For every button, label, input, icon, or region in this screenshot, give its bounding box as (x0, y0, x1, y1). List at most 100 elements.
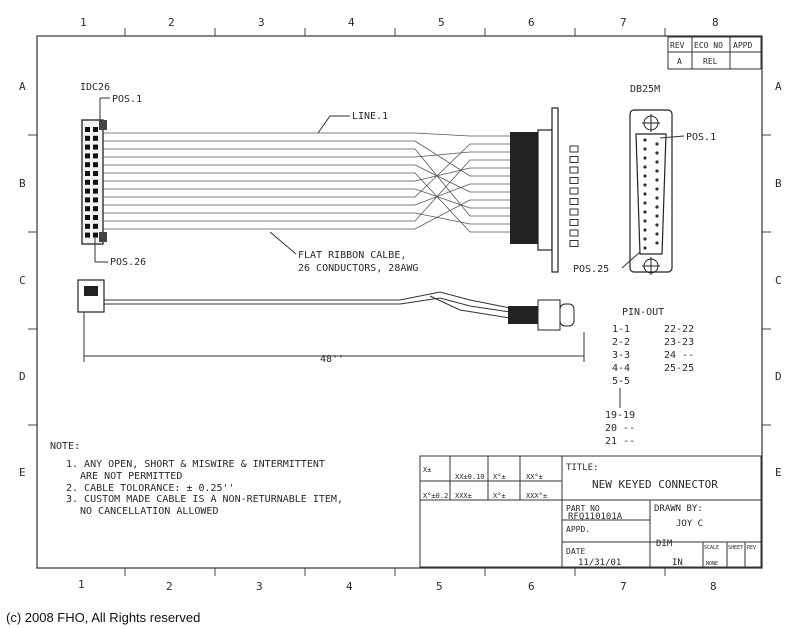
drawing-frame (36, 35, 763, 569)
note-line-1: 1. ANY OPEN, SHORT & MISWIRE & INTERMITT… (66, 459, 325, 470)
dim-value: IN (672, 558, 683, 568)
zone-top-1: 1 (80, 16, 87, 29)
db25-pin (643, 138, 647, 142)
idc-pin (93, 162, 98, 168)
zone-bottom-7: 7 (620, 580, 627, 593)
drawn-by-label: DRAWN BY: (654, 504, 703, 514)
zone-bottom-4: 4 (346, 580, 353, 593)
zone-bottom-1: 1 (78, 578, 85, 591)
pinout-24: 24 -- (664, 350, 694, 361)
zone-left-D: D (19, 370, 26, 383)
sheet-label: SHEET (728, 545, 743, 551)
idc-pin (93, 232, 98, 238)
ribbon-wire (103, 183, 510, 206)
scale-label: SCALE (704, 545, 719, 551)
title-block (419, 455, 762, 568)
tol-6: XXX± (455, 492, 472, 500)
db25-pin (655, 196, 659, 200)
tol-8: XXX°± (526, 492, 547, 500)
pinout-title: PIN-OUT (622, 307, 664, 318)
db-side-slot (569, 156, 579, 163)
db25-pin (643, 246, 647, 250)
zone-left-A: A (19, 80, 26, 93)
db25-pin (655, 223, 659, 227)
pinout-2: 2-2 (612, 337, 630, 348)
part-no-value: RFQ110101A (568, 512, 623, 522)
db-side-slot (569, 229, 579, 237)
appd-header: APPD (733, 41, 752, 50)
db25-pin (643, 183, 647, 187)
db25-pin (643, 228, 647, 232)
ribbon-wire (103, 188, 510, 209)
idc-pos26-label: POS.26 (110, 257, 146, 268)
ribbon-wire (103, 151, 510, 158)
dim-label: DIM (656, 539, 673, 549)
tol-1: X± (423, 466, 431, 474)
zone-top-2: 2 (168, 16, 175, 29)
db25-pin (643, 165, 647, 169)
db-side-slot (569, 198, 579, 205)
part-no-label: PART NO (566, 504, 600, 513)
db25-pin (655, 151, 659, 155)
db25-pin (655, 232, 659, 236)
idc-pin (93, 135, 98, 141)
ribbon-wire (103, 148, 510, 217)
drawing-title: NEW KEYED CONNECTOR (592, 478, 718, 491)
zone-top-8: 8 (712, 16, 719, 29)
zone-right-C: C (775, 274, 782, 287)
revision-block: REV ECO NO APPD A REL (667, 36, 762, 70)
length-dimension (83, 312, 585, 362)
zone-right-B: B (775, 177, 782, 190)
zone-left-C: C (19, 274, 26, 287)
idc-pin (85, 162, 90, 168)
notes-title: NOTE: (50, 441, 80, 452)
db-side-slot (569, 240, 579, 247)
tol-3: X°± (493, 473, 506, 481)
idc26-connector (81, 119, 107, 245)
db-side-slot (569, 145, 579, 153)
ribbon-wire (103, 212, 510, 225)
rev-label: REV (747, 545, 756, 551)
note-line-3: 2. CABLE TOLORANCE: ± 0.25'' (66, 483, 235, 494)
zone-top-4: 4 (348, 16, 355, 29)
ribbon-wire (103, 140, 510, 177)
pinout-20: 20 -- (605, 423, 635, 434)
zone-right-D: D (775, 370, 782, 383)
zone-right-E: E (775, 466, 782, 479)
db25-pin (643, 210, 647, 214)
idc-pin (93, 197, 98, 203)
appd-label: APPD. (566, 525, 590, 534)
rev-header: REV (670, 41, 685, 50)
zone-top-6: 6 (528, 16, 535, 29)
idc-pin (85, 223, 90, 229)
idc-pin (93, 127, 98, 132)
idc-pin (85, 144, 90, 150)
db25-pin (655, 142, 659, 146)
ribbon-wire (103, 143, 510, 198)
db25-pin (643, 219, 647, 223)
ribbon-wire (103, 132, 510, 137)
db-side-slot (569, 187, 579, 195)
zone-bottom-6: 6 (528, 580, 535, 593)
rev-value: A (677, 57, 682, 66)
idc-pin (93, 171, 98, 176)
zone-top-5: 5 (438, 16, 445, 29)
pinout-23: 23-23 (664, 337, 694, 348)
zone-right-A: A (775, 80, 782, 93)
pinout-25: 25-25 (664, 363, 694, 374)
scale-value: NONE (706, 561, 718, 567)
eco-header: ECO NO (694, 41, 723, 50)
db25m-face (629, 109, 673, 275)
db25-pin (655, 241, 659, 245)
idc26-label: IDC26 (80, 82, 110, 93)
eco-value: REL (703, 57, 718, 66)
drawn-by-value: JOY C (676, 519, 703, 529)
idc-pin (85, 179, 90, 185)
db-pos1-label: POS.1 (686, 132, 716, 143)
db25-pin (655, 160, 659, 164)
db-pos25-label: POS.25 (573, 264, 609, 275)
zone-bottom-5: 5 (436, 580, 443, 593)
date-label: DATE (566, 547, 585, 556)
ribbon-wire (103, 164, 510, 193)
